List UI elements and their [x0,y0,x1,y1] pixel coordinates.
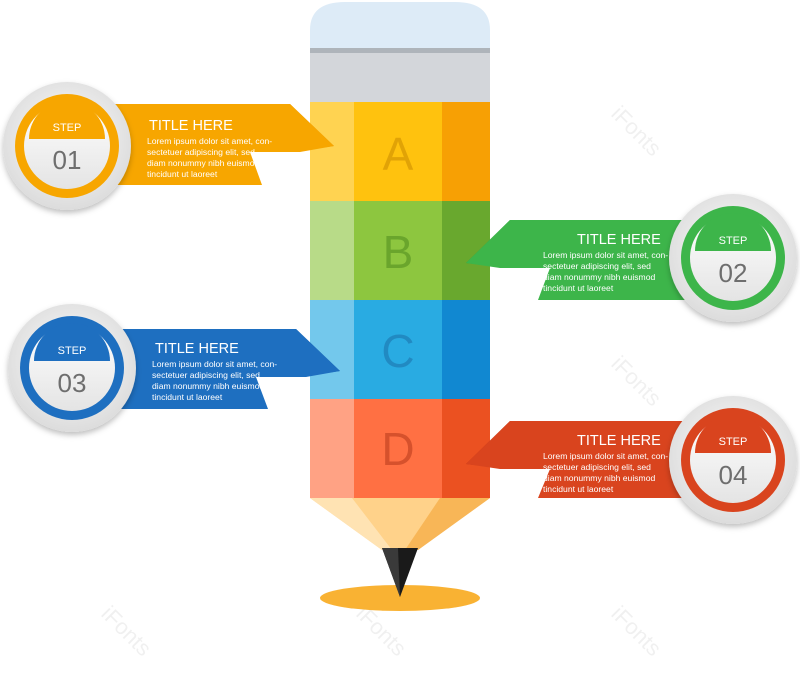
card-title: TITLE HERE [577,433,661,449]
step-number: 04 [719,460,748,490]
segment-letter: A [383,128,414,180]
pencil-segment-d: D [310,399,490,498]
card-text-line: sectetuer adipiscing elit, sed [147,147,255,157]
watermark-text: iFonts [606,601,666,661]
card-banner [90,329,340,409]
card-banner [85,104,334,185]
step-label: STEP [53,122,82,134]
card-text-line: diam nonummy nibh euismod [543,473,655,483]
pencil-cone-shade [405,498,490,550]
step-badge-cap [695,213,771,251]
card-title: TITLE HERE [149,118,233,134]
watermark-text: iFonts [606,351,666,411]
pencil: A B C D [310,2,490,611]
step-label: STEP [58,345,87,357]
card-text-line: Lorem ipsum dolor sit amet, con- [147,136,272,146]
watermark-text: iFonts [606,101,666,161]
segment-letter: B [383,226,414,278]
pencil-segment-a: A [310,102,490,201]
card-title: TITLE HERE [155,341,239,357]
step-card-03: STEP 03 TITLE HERE Lorem ipsum dolor sit… [8,304,340,432]
card-text-line: tincidunt ut laoreet [543,484,614,494]
card-text-line: sectetuer adipiscing elit, sed [543,261,651,271]
card-text-line: tincidunt ut laoreet [147,169,218,179]
step-card-02: STEP 02 TITLE HERE Lorem ipsum dolor sit… [466,194,797,322]
pencil-segment-c: C [310,300,490,399]
pencil-graphite-tip-light [382,548,400,597]
card-banner [466,220,715,300]
pencil-shadow [320,585,480,611]
step-badge-cap [29,101,105,139]
card-text-line: Lorem ipsum dolor sit amet, con- [152,359,277,369]
card-text-line: sectetuer adipiscing elit, sed [152,370,260,380]
card-text-line: Lorem ipsum dolor sit amet, con- [543,451,668,461]
card-title: TITLE HERE [577,232,661,248]
segment-letter: D [381,423,414,475]
step-label: STEP [719,436,748,448]
pencil-segment-b: B [310,201,490,300]
pencil-eraser [310,2,490,48]
step-number: 03 [58,368,87,398]
step-badge-cap [695,415,771,453]
pencil-ferrule-line [310,48,490,53]
step-card-01: STEP 01 TITLE HERE Lorem ipsum dolor sit… [3,82,334,210]
step-card-04: STEP 04 TITLE HERE Lorem ipsum dolor sit… [466,396,797,524]
watermark-text: iFonts [96,601,156,661]
pencil-cone-light [310,498,392,550]
card-text-line: diam nonummy nibh euismod [543,272,655,282]
step-number: 01 [53,145,82,175]
pencil-ferrule [310,48,490,102]
card-text-line: diam nonummy nibh euismod [152,381,264,391]
step-label: STEP [719,235,748,247]
card-text-line: diam nonummy nibh euismod [147,158,259,168]
step-badge-cap [34,323,110,361]
card-text-line: tincidunt ut laoreet [543,283,614,293]
card-text-line: Lorem ipsum dolor sit amet, con- [543,250,668,260]
card-banner [466,421,715,498]
card-text-line: sectetuer adipiscing elit, sed [543,462,651,472]
segment-letter: C [381,325,414,377]
step-number: 02 [719,258,748,288]
card-text-line: tincidunt ut laoreet [152,392,223,402]
